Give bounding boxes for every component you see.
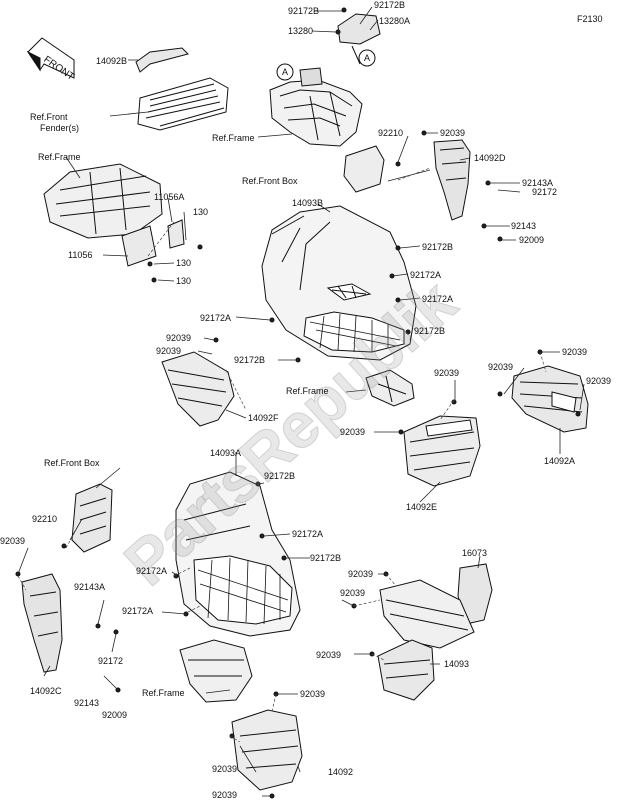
side-guard-bottom bbox=[231, 709, 303, 791]
part-label: 92039 bbox=[316, 650, 342, 660]
part-label: 92143A bbox=[522, 178, 554, 188]
part-label: 92172B bbox=[374, 0, 406, 10]
floor-panel-upper bbox=[261, 205, 417, 361]
side-guard-e bbox=[403, 415, 481, 487]
part-label: 130 bbox=[176, 276, 192, 286]
part-label: 14092E bbox=[406, 502, 438, 512]
front-fender-brace-part bbox=[135, 47, 229, 131]
part-label: 14093A bbox=[210, 448, 242, 458]
part-label: 92172A bbox=[122, 606, 154, 616]
part-label: 92039 bbox=[340, 588, 366, 598]
part-label: 14092F bbox=[248, 413, 279, 423]
reference-label: Fender(s) bbox=[40, 123, 80, 133]
mid-frame-reference bbox=[365, 369, 415, 407]
part-label: 92143A bbox=[74, 582, 106, 592]
part-label: 92039 bbox=[562, 347, 588, 357]
front-box-left bbox=[21, 483, 113, 673]
part-label: 92039 bbox=[212, 764, 238, 774]
part-label: 14092 bbox=[328, 767, 354, 777]
diagram-code: F2130 bbox=[577, 14, 603, 24]
reference-label: Ref.Front Box bbox=[242, 176, 298, 186]
side-guard-f bbox=[161, 351, 235, 427]
part-label: 92172B bbox=[288, 6, 320, 16]
part-label: 92172B bbox=[414, 326, 446, 336]
part-label: 92210 bbox=[32, 514, 58, 524]
part-label: 92172A bbox=[200, 313, 232, 323]
part-label: 13280 bbox=[288, 26, 314, 36]
part-label: 14092B bbox=[96, 56, 128, 66]
part-label: 92039 bbox=[586, 376, 612, 386]
part-label: 14093B bbox=[292, 198, 324, 208]
leader-lines bbox=[17, 6, 585, 797]
part-label: 92039 bbox=[166, 333, 192, 343]
part-label: 92172B bbox=[310, 553, 342, 563]
part-label: 16073 bbox=[462, 548, 488, 558]
part-label: 11056 bbox=[68, 250, 93, 260]
part-label: 92172A bbox=[422, 294, 454, 304]
part-label: 14092A bbox=[544, 456, 576, 466]
part-label: 92172A bbox=[136, 566, 168, 576]
part-label: 92039 bbox=[212, 790, 238, 800]
part-label: 92039 bbox=[488, 362, 514, 372]
side-guard-a bbox=[511, 365, 589, 433]
part-label: 92172B bbox=[422, 242, 454, 252]
part-label: 92172B bbox=[234, 355, 266, 365]
part-label: 92039 bbox=[440, 128, 466, 138]
part-label: 14093 bbox=[444, 659, 470, 669]
part-label: 92210 bbox=[378, 128, 404, 138]
part-label: 14092C bbox=[30, 686, 62, 696]
reference-label: Ref.Frame bbox=[142, 688, 185, 698]
part-label: 14092D bbox=[474, 153, 506, 163]
part-label: 92172A bbox=[410, 270, 442, 280]
part-label: 92039 bbox=[348, 569, 374, 579]
reference-label: Ref.Frame bbox=[38, 152, 81, 162]
reference-label: Ref.Frame bbox=[212, 133, 255, 143]
part-label: 92039 bbox=[340, 427, 366, 437]
reference-label: Ref.Front Box bbox=[44, 458, 100, 468]
part-label: 92172 bbox=[532, 187, 558, 197]
floor-panel-lower bbox=[175, 471, 301, 703]
front-box-bracket bbox=[343, 139, 471, 221]
part-label: 92143 bbox=[511, 221, 537, 231]
part-label: 92039 bbox=[156, 346, 182, 356]
skid-panel-right bbox=[377, 563, 493, 701]
part-label: 92039 bbox=[300, 689, 326, 699]
part-label: 92143 bbox=[74, 698, 100, 708]
part-label: 92009 bbox=[102, 710, 128, 720]
part-label: 92009 bbox=[519, 235, 545, 245]
part-label: 92172B bbox=[264, 471, 296, 481]
part-label: 130 bbox=[176, 258, 192, 268]
reference-label: Ref.Frame bbox=[286, 386, 329, 396]
part-label: 130 bbox=[193, 207, 209, 217]
part-label: 92039 bbox=[434, 368, 460, 378]
part-label: 92172 bbox=[98, 656, 124, 666]
callout-letter: A bbox=[364, 53, 371, 63]
dashed-lines bbox=[17, 167, 547, 743]
part-label: 11056A bbox=[154, 192, 185, 202]
reference-label: Ref.Front bbox=[30, 112, 68, 122]
part-label: 13280A bbox=[379, 16, 411, 26]
front-frame-assembly bbox=[269, 13, 381, 147]
part-label: 92172A bbox=[292, 529, 324, 539]
callout-letter: A bbox=[282, 67, 289, 77]
left-frame-reference bbox=[43, 163, 185, 267]
front-arrow-icon: FRONT bbox=[26, 37, 76, 83]
part-label: 92039 bbox=[0, 536, 26, 546]
